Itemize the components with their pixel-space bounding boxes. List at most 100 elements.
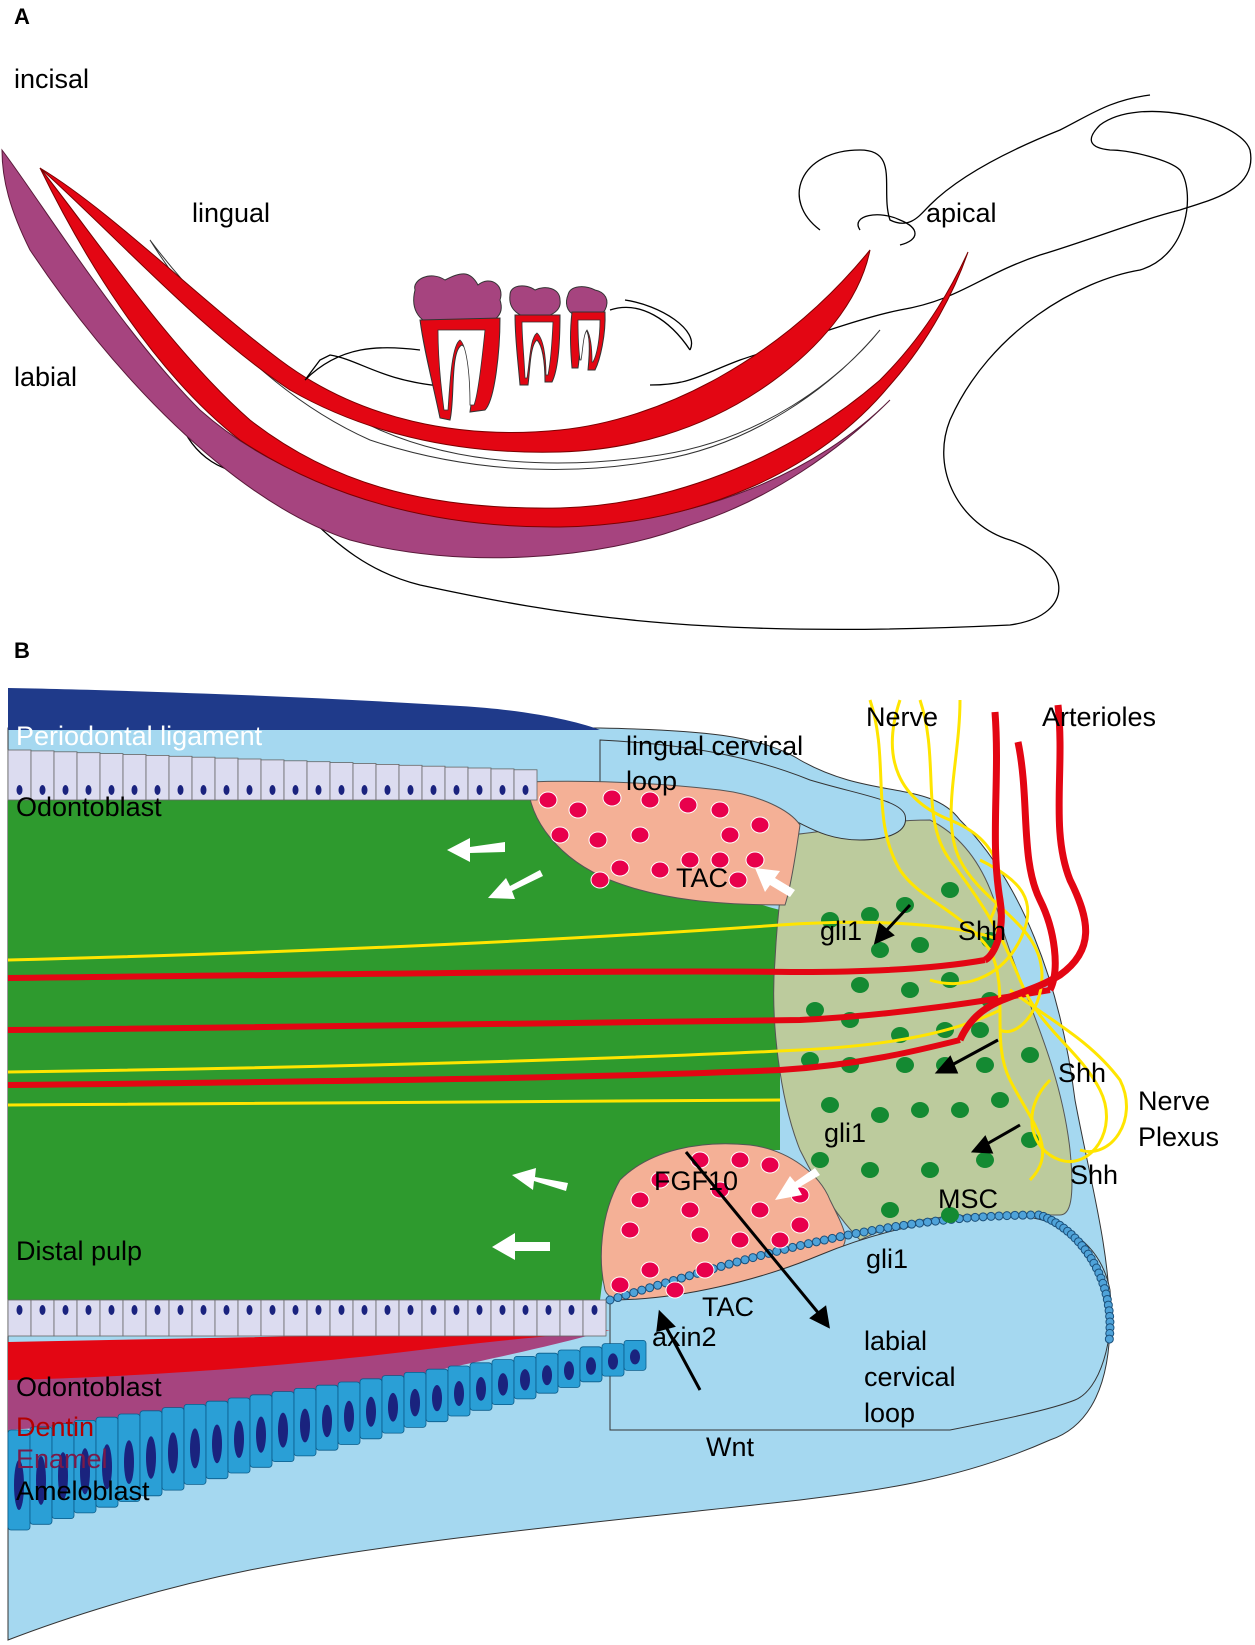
odontoblast-nucleus — [430, 785, 437, 795]
ameloblast-nucleus — [586, 1357, 596, 1375]
ameloblast-nucleus — [410, 1388, 420, 1417]
odontoblast-nucleus — [108, 785, 115, 795]
molar-2-crown — [509, 285, 561, 319]
epithelium-bead — [907, 1219, 917, 1229]
odontoblast-nucleus — [591, 1305, 598, 1315]
tac-cell — [588, 831, 608, 849]
label-odontoblast-top: Odontoblast — [16, 792, 162, 822]
tac-cell — [620, 1221, 640, 1239]
epithelium-bead — [811, 1237, 821, 1247]
label-incisal: incisal — [14, 64, 89, 94]
white-arrow-3 — [755, 868, 795, 897]
label-tac-top: TAC — [676, 863, 728, 893]
label-lingual: lingual — [192, 198, 270, 228]
odontoblast-nucleus — [246, 1305, 253, 1315]
epithelium-bead — [859, 1227, 869, 1237]
odontoblast-nucleus — [177, 1305, 184, 1315]
msc-cell — [806, 1002, 824, 1018]
odontoblast-nucleus — [384, 785, 391, 795]
epithelium-bead — [613, 1293, 623, 1303]
enamel-layer — [8, 1332, 600, 1430]
msc-cell — [896, 897, 914, 913]
ameloblast-nucleus — [630, 1349, 640, 1365]
arteriole-3 — [7, 1037, 961, 1088]
tac-cell — [710, 851, 730, 869]
label-ameloblast: Ameloblast — [16, 1476, 150, 1506]
msc-cell — [971, 1022, 989, 1038]
tac-cells — [538, 789, 810, 1299]
ameloblast-nucleus — [58, 1452, 68, 1500]
odontoblast-nucleus — [16, 1305, 23, 1315]
tac-cell — [710, 801, 730, 819]
odontoblast-nucleus — [223, 785, 230, 795]
ameloblast-nucleus — [190, 1428, 200, 1469]
ameloblast-nucleus — [124, 1440, 134, 1484]
msc-cell — [941, 972, 959, 988]
odontoblast-nucleus — [292, 785, 299, 795]
odontoblast-nucleus — [108, 1305, 115, 1315]
ameloblast-nucleus — [256, 1416, 266, 1453]
odontoblast-nucleus — [315, 1305, 322, 1315]
panel-b-letter: B — [14, 638, 30, 663]
tac-cell — [650, 861, 670, 879]
tac-cell — [760, 1156, 780, 1174]
epithelium-bead — [851, 1228, 861, 1238]
coronoid-outline — [304, 94, 1151, 387]
label-shh-low: Shh — [1070, 1160, 1118, 1190]
epithelium-bead — [899, 1220, 909, 1230]
tac-cell — [610, 1276, 630, 1294]
epithelium-bead — [883, 1223, 893, 1233]
odontoblast-nucleus — [246, 785, 253, 795]
odontoblast-nucleus — [177, 785, 184, 795]
odontoblast-nucleus — [545, 1305, 552, 1315]
odontoblast-cell — [490, 768, 515, 801]
epithelium-bead — [716, 1261, 726, 1271]
msc-cell — [911, 937, 929, 953]
msc-cell — [901, 982, 919, 998]
msc-cell — [801, 1052, 819, 1068]
epithelium-bead — [788, 1242, 798, 1252]
odontoblast-row-bottom — [7, 1299, 607, 1337]
molar-2-pulp — [521, 321, 554, 379]
tac-cell — [770, 1231, 790, 1249]
epithelium-bead — [637, 1285, 647, 1295]
label-axin2: axin2 — [652, 1322, 717, 1352]
epithelium-bead — [756, 1251, 766, 1261]
epithelium-bead — [732, 1257, 742, 1267]
odontoblast-nucleus — [338, 785, 345, 795]
odontoblast-cell — [582, 1299, 607, 1337]
odontoblast-nucleus — [131, 785, 138, 795]
msc-cell — [941, 1207, 959, 1223]
tac-cell — [695, 1261, 715, 1279]
label-tac-low: TAC — [702, 1292, 754, 1322]
ameloblast-nucleus — [322, 1404, 332, 1438]
white-arrow-2 — [488, 870, 543, 899]
odontoblast-nucleus — [200, 1305, 207, 1315]
label-periodontal-ligament: Periodontal ligament — [16, 721, 263, 751]
odontoblast-nucleus — [16, 785, 23, 795]
tac-cell — [745, 851, 765, 869]
shh-arrow-mid — [949, 1038, 999, 1068]
odontoblast-nucleus — [453, 785, 460, 795]
incisor-pulp-channel — [149, 239, 881, 470]
incisor-dentin-outer — [39, 167, 969, 528]
nerve-strand-6 — [929, 858, 1030, 986]
white-arrow-6 — [775, 1168, 820, 1200]
arteriole-descend-2 — [1014, 741, 1059, 992]
ameloblast-nucleus — [608, 1353, 618, 1370]
label-labial-cervical-loop-2: cervical — [864, 1362, 956, 1392]
jaw-outline — [178, 110, 1252, 631]
fgf10-arrow — [684, 1151, 822, 1316]
msc-cell — [871, 1107, 889, 1123]
tac-cell — [730, 1151, 750, 1169]
epithelium-bead — [891, 1222, 901, 1232]
epithelium-bead — [676, 1273, 686, 1283]
ameloblast-nucleus — [366, 1396, 376, 1427]
epithelium-bead — [923, 1217, 933, 1227]
nerve-fiber-2 — [7, 1008, 1001, 1074]
epithelium-beads — [605, 1210, 1115, 1344]
ameloblast-nucleus — [146, 1436, 156, 1479]
odontoblast-cell — [513, 769, 538, 801]
label-enamel: Enamel — [16, 1444, 108, 1474]
shh-arrow-low — [984, 1123, 1021, 1147]
